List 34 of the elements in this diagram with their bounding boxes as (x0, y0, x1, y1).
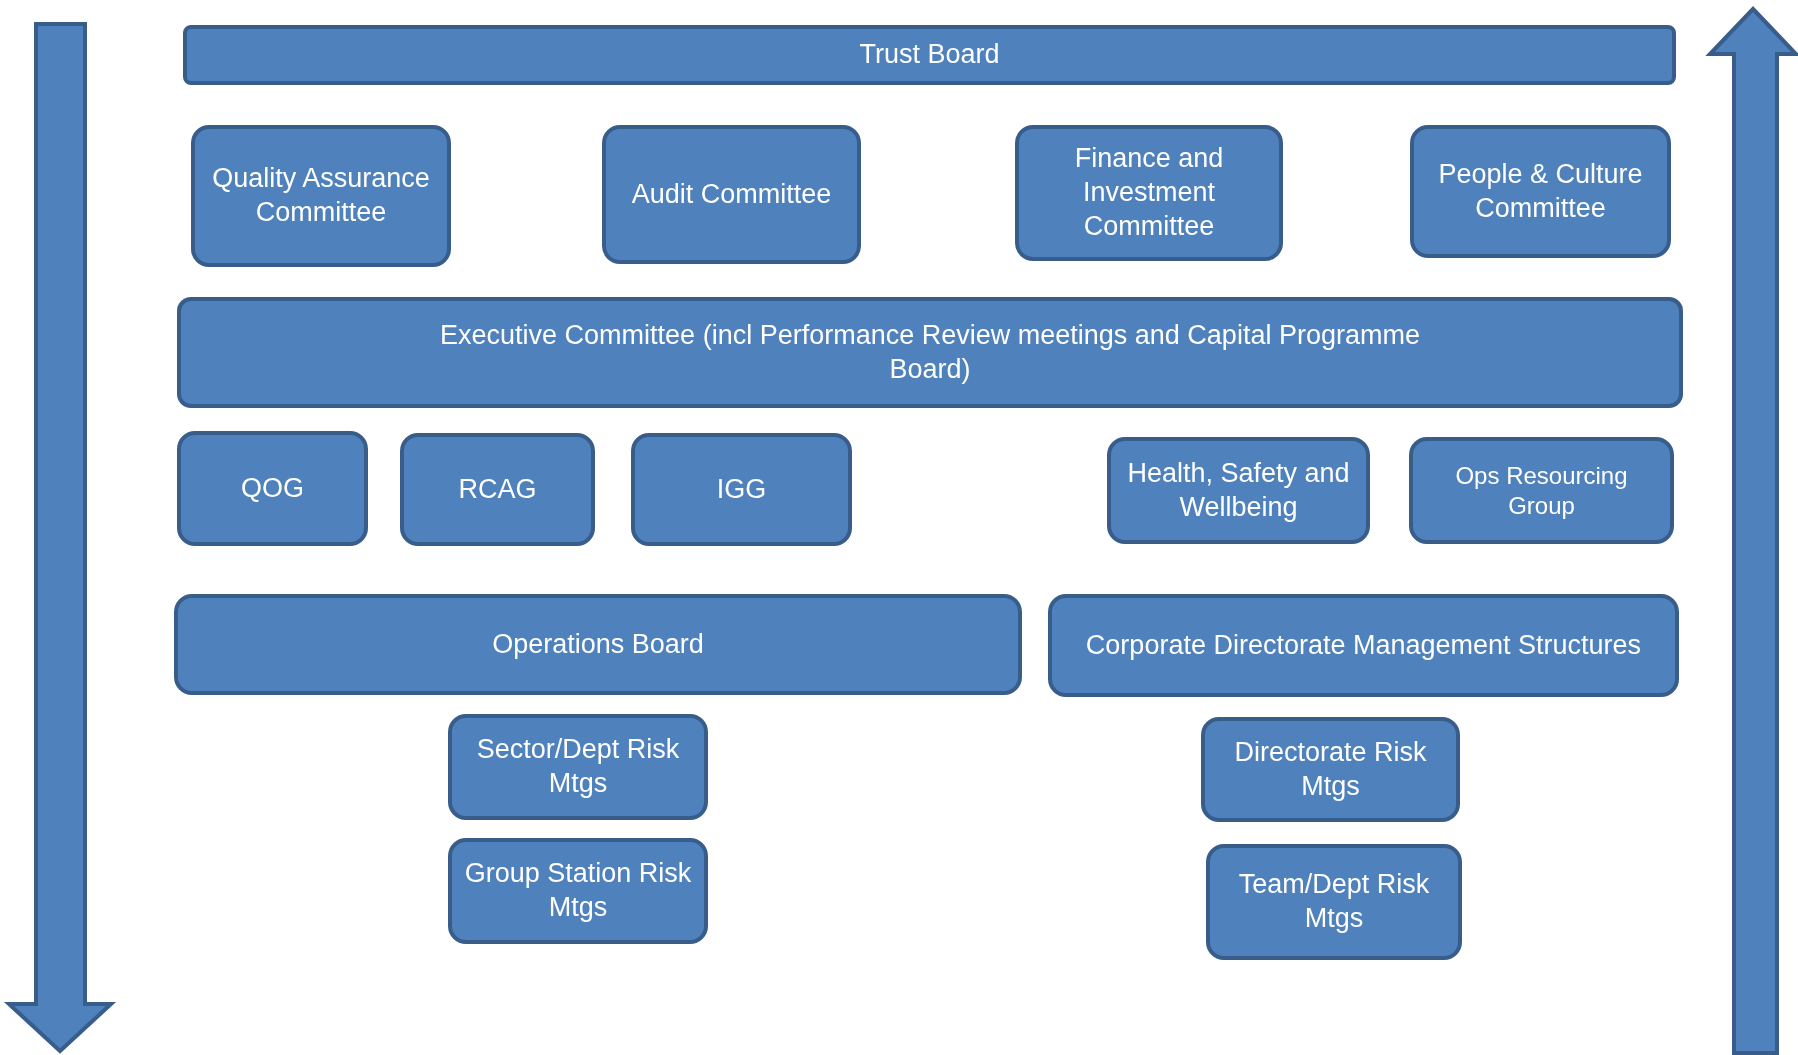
node-label: Directorate Risk Mtgs (1233, 735, 1428, 803)
committee-box (1015, 125, 1283, 261)
node-label: Team/Dept Risk Mtgs (1237, 868, 1431, 935)
node-label: Audit Committee (631, 177, 832, 211)
structure-bar (1048, 594, 1679, 697)
node-label: People & Culture Committee (1437, 157, 1644, 225)
node-label: Ops Resourcing Group (1454, 460, 1629, 521)
committee-box (1409, 437, 1674, 544)
node-label: Sector/Dept Risk Mtgs (475, 733, 681, 800)
committee-box (631, 433, 852, 546)
committee-box (602, 125, 861, 264)
board-bar (174, 594, 1022, 695)
node-label: Quality Assurance Committee (211, 162, 431, 229)
node-label: Operations Board (492, 627, 704, 661)
committee-box (1410, 125, 1671, 258)
committee-box (1201, 717, 1460, 822)
node-label: RCAG (458, 472, 537, 506)
node-label: Executive Committee (incl Performance Review meetings and Capital Programme Board) (439, 318, 1421, 386)
node-label: Trust Board (859, 38, 1000, 72)
committee-bar (177, 297, 1683, 408)
node-label: IGG (716, 472, 767, 506)
node-label: Group Station Risk Mtgs (463, 857, 693, 924)
committee-box (448, 714, 708, 820)
committee-box (1107, 437, 1370, 544)
committee-box (1206, 844, 1462, 960)
committee-box (177, 431, 368, 546)
node-label: Finance and Investment Committee (1073, 142, 1225, 243)
committee-box (448, 838, 708, 944)
node-label: Corporate Directorate Management Structures (1085, 628, 1642, 662)
node-label: QOG (241, 471, 304, 505)
committee-box (191, 125, 451, 267)
committee-box (400, 433, 595, 546)
node-label: Health, Safety and Wellbeing (1126, 456, 1351, 524)
board-bar (183, 25, 1676, 85)
